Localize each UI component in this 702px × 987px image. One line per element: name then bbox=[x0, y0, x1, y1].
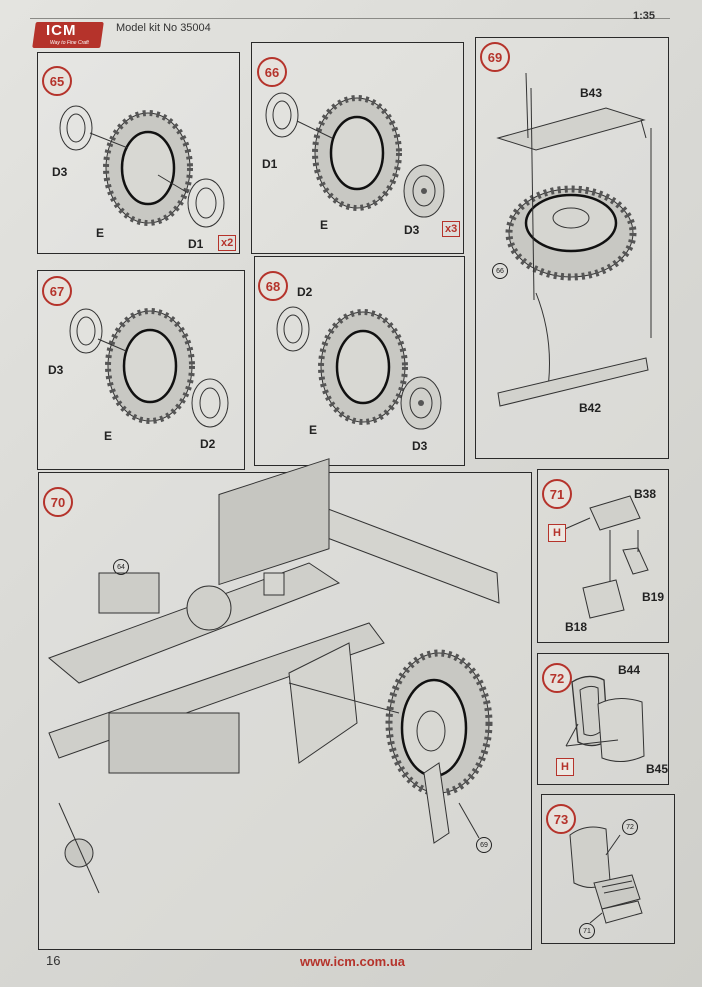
part-label: D1 bbox=[188, 237, 204, 251]
step-reference: 72 bbox=[622, 819, 638, 835]
wheel-assembly-illustration bbox=[69, 308, 229, 428]
quantity-badge: x3 bbox=[442, 221, 461, 237]
seat-back-illustration bbox=[565, 675, 645, 762]
part-label: B45 bbox=[646, 762, 669, 776]
seat-assembly-illustration bbox=[557, 495, 649, 619]
part-label: B38 bbox=[634, 487, 657, 501]
step-67-panel: 67 D3 E D2 bbox=[37, 270, 245, 470]
part-label: B19 bbox=[642, 590, 665, 604]
part-label: B43 bbox=[580, 86, 603, 100]
wheel-assembly-illustration bbox=[59, 105, 225, 228]
part-label: D1 bbox=[262, 157, 278, 171]
part-label: B42 bbox=[579, 401, 602, 415]
part-label: D3 bbox=[412, 439, 428, 453]
model-kit-number: Model kit No 35004 bbox=[116, 22, 211, 34]
part-label: E bbox=[309, 423, 318, 437]
part-label: E bbox=[96, 226, 105, 240]
header-rule bbox=[30, 18, 670, 19]
chassis-assembly-illustration bbox=[48, 458, 500, 894]
step-number: 69 bbox=[480, 42, 510, 72]
step-number: 71 bbox=[542, 479, 572, 509]
spare-wheel-carrier-illustration bbox=[496, 72, 652, 407]
page-number: 16 bbox=[46, 953, 61, 968]
step-number: 66 bbox=[257, 57, 287, 87]
part-label: D2 bbox=[297, 285, 313, 299]
step-number: 67 bbox=[42, 276, 72, 306]
step-68-panel: 68 D2 E D3 bbox=[254, 256, 465, 466]
part-label: D3 bbox=[404, 223, 420, 237]
wheel-assembly-illustration bbox=[265, 92, 445, 218]
step-72-panel: 72 B44 B45 H bbox=[537, 653, 669, 785]
part-label: D3 bbox=[52, 165, 68, 179]
part-label: E bbox=[320, 218, 329, 232]
step-66-panel: 66 D1 E D3 x3 bbox=[251, 42, 464, 254]
step-69-panel: 69 B43 B42 66 bbox=[475, 37, 669, 459]
part-label: B18 bbox=[565, 620, 588, 634]
quantity-badge: x2 bbox=[218, 235, 237, 251]
website-url[interactable]: www.icm.com.ua bbox=[300, 954, 405, 969]
step-number: 65 bbox=[42, 66, 72, 96]
part-label: D3 bbox=[48, 363, 64, 377]
step-71-panel: 71 B38 B19 B18 H bbox=[537, 469, 669, 643]
step-number: 68 bbox=[258, 271, 288, 301]
part-label: B44 bbox=[618, 663, 641, 677]
step-reference: 66 bbox=[492, 263, 508, 279]
step-65-panel: 65 D3 E D1 x2 bbox=[37, 52, 240, 254]
marker-h: H bbox=[556, 758, 574, 776]
seat-assembly-illustration bbox=[569, 826, 643, 924]
step-reference: 71 bbox=[579, 923, 595, 939]
step-73-panel: 73 72 71 bbox=[541, 794, 675, 944]
part-label: D2 bbox=[200, 437, 216, 451]
logo-tagline: Way to Fine Craft bbox=[50, 40, 89, 46]
step-reference: 64 bbox=[113, 559, 129, 575]
step-70-panel: 70 6 bbox=[38, 458, 532, 950]
logo-brand-text: ICM bbox=[46, 22, 77, 39]
scale-label: 1:35 bbox=[633, 10, 656, 22]
marker-h: H bbox=[548, 524, 566, 542]
step-number: 72 bbox=[542, 663, 572, 693]
wheel-assembly-illustration bbox=[276, 306, 442, 430]
step-reference: 69 bbox=[476, 837, 492, 853]
part-label: E bbox=[104, 429, 113, 443]
step-number: 73 bbox=[546, 804, 576, 834]
step-number: 70 bbox=[43, 487, 73, 517]
